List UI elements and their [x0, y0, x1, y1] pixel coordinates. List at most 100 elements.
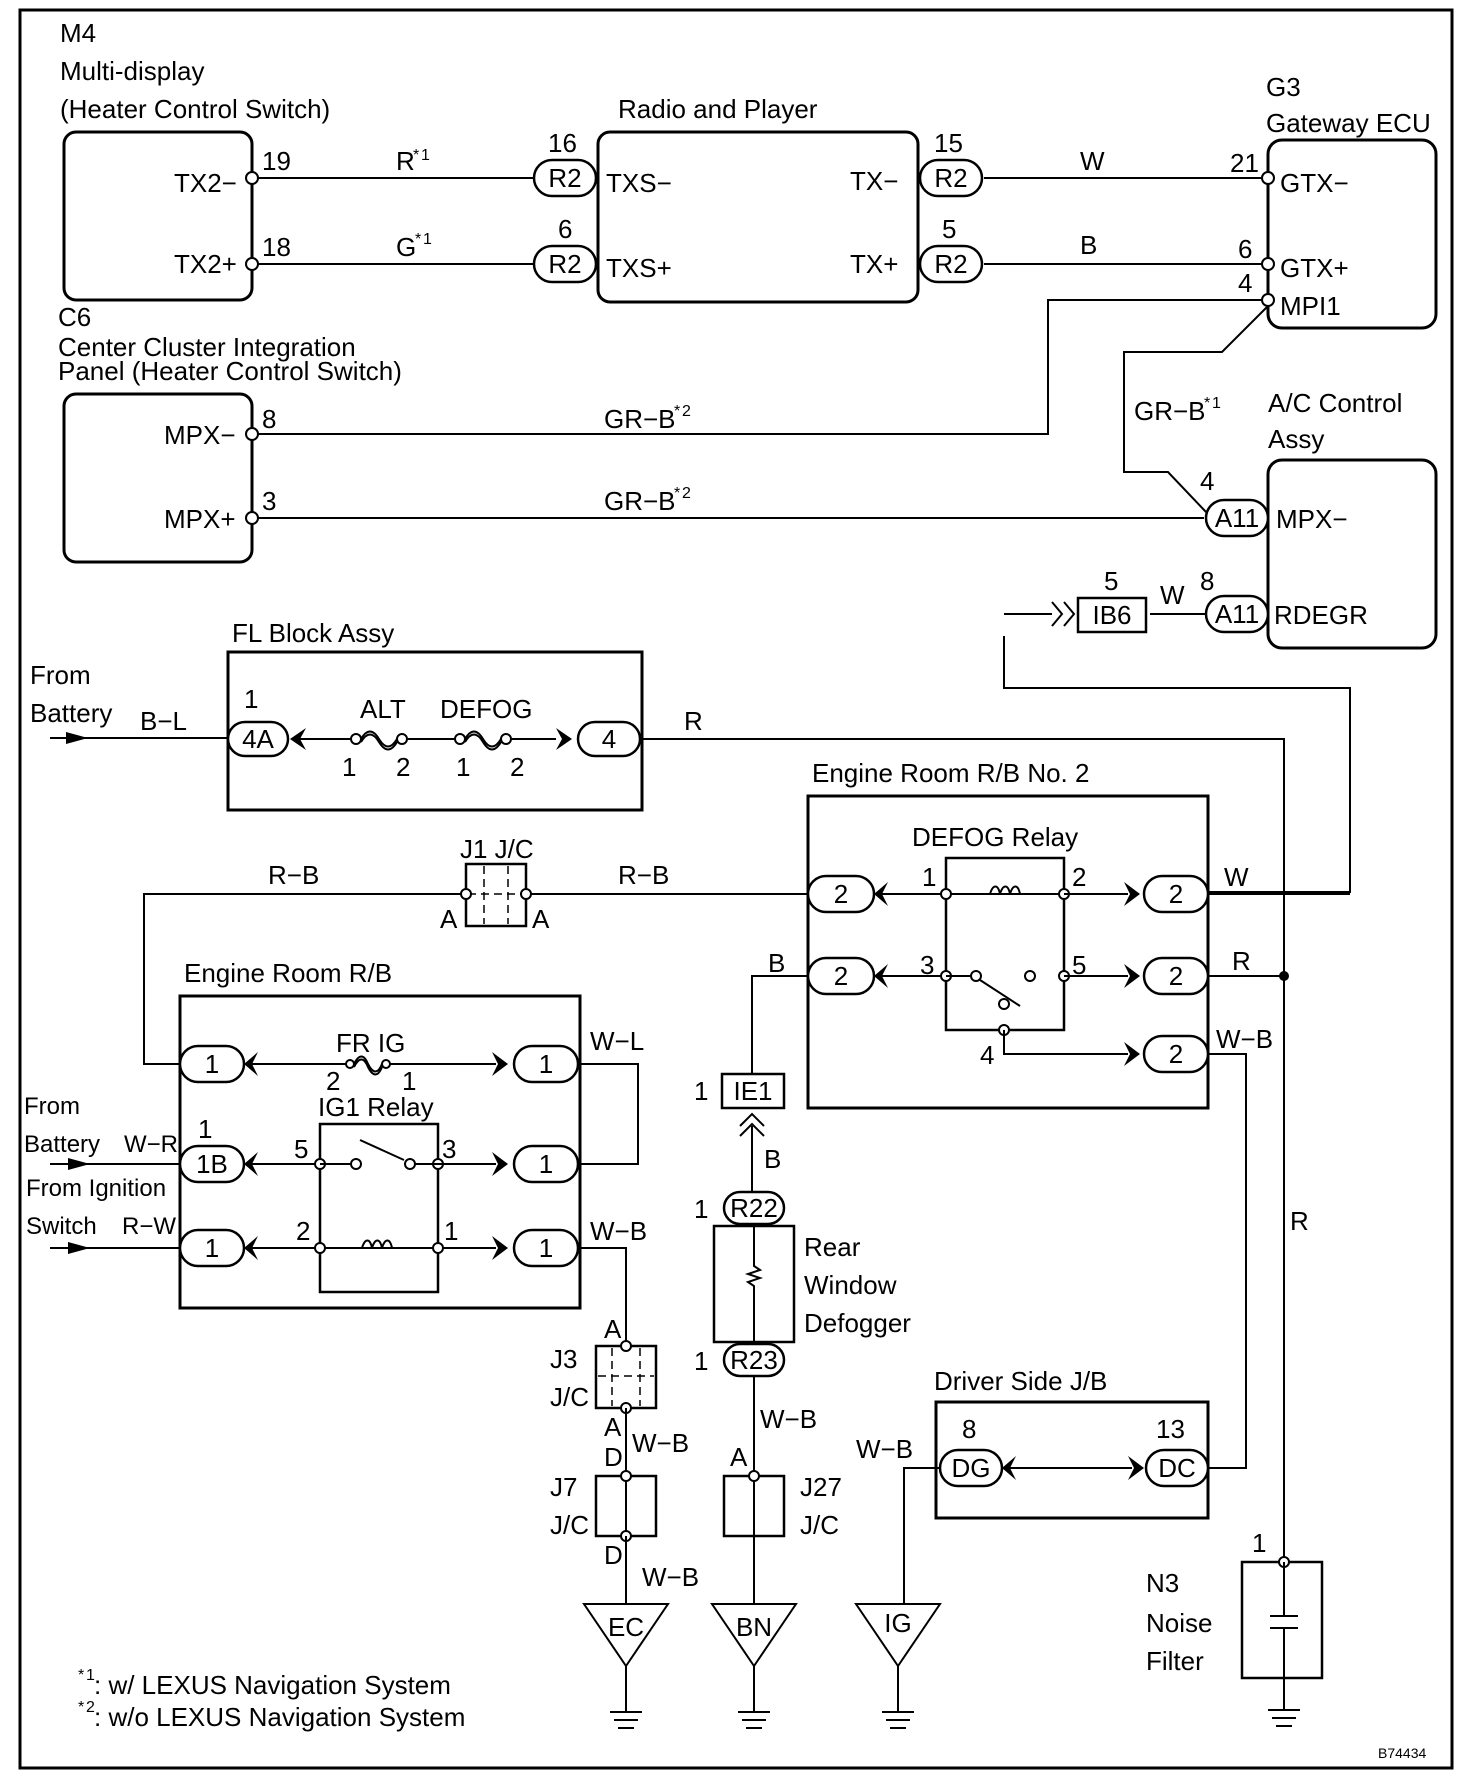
- wire-w-ib6-label: W: [1160, 580, 1185, 610]
- wire-r-label: R: [396, 146, 415, 176]
- fl-defog-2: 2: [510, 752, 524, 782]
- erb-name: Engine Room R/B: [184, 958, 392, 988]
- wire-grb-1-label: GR−B: [604, 404, 676, 434]
- erb-c1-4: 1: [205, 1233, 219, 1263]
- wire-r-fl-label: R: [684, 706, 703, 736]
- r2-15-label: R2: [934, 163, 967, 193]
- g3-gtxm: GTX−: [1280, 168, 1349, 198]
- svg-text:2: 2: [682, 485, 691, 502]
- ground-bn: BN: [736, 1612, 772, 1642]
- erb-c1b: 1B: [196, 1149, 228, 1179]
- wire-rw-label: R−W: [122, 1213, 176, 1240]
- radio-pin-16: 16: [548, 128, 577, 158]
- n3-code: N3: [1146, 1568, 1179, 1598]
- j3-name-1: J3: [550, 1344, 577, 1374]
- g3-name: Gateway ECU: [1266, 108, 1431, 138]
- radio-txm: TX−: [850, 166, 898, 196]
- svg-text:*: *: [413, 147, 419, 164]
- djb-name: Driver Side J/B: [934, 1366, 1107, 1396]
- c6-name-2: Panel (Heater Control Switch): [58, 356, 402, 386]
- ground-ec: EC: [608, 1612, 644, 1642]
- j3-name-2: J/C: [550, 1382, 589, 1412]
- c6-code: C6: [58, 302, 91, 332]
- radio-pin-5: 5: [942, 214, 956, 244]
- ig1-relay-pin-3: 3: [442, 1134, 456, 1164]
- r2-5-label: R2: [934, 249, 967, 279]
- erb2-c2-2: 2: [834, 961, 848, 991]
- g3-gtxp: GTX+: [1280, 253, 1349, 283]
- j1-a-left: A: [440, 904, 458, 934]
- svg-text:*: *: [78, 1667, 84, 1684]
- wire-rb-2-label: R−B: [618, 860, 669, 890]
- ib6-label: IB6: [1092, 600, 1131, 630]
- erb2-c2-1: 2: [834, 879, 848, 909]
- defog-relay-pin-2: 2: [1072, 862, 1086, 892]
- fl-4a: 4A: [242, 724, 274, 754]
- footnotes: *1 : w/ LEXUS Navigation System *2 : w/o…: [78, 1667, 1426, 1761]
- wire-rb-1-label: R−B: [268, 860, 319, 890]
- r2-6-label: R2: [548, 249, 581, 279]
- left-from-battery-1: From: [24, 1093, 80, 1120]
- engine-room-rb: Engine Room R/B 1 1 FR IG 2 1 IG1 Relay …: [178, 958, 647, 1346]
- ie1-pin: 1: [694, 1076, 708, 1106]
- fl-defog: DEFOG: [440, 694, 532, 724]
- junction-connectors: A A J3 J/C W−B D D J7 J/C W−B A J27 J/C: [550, 1314, 842, 1604]
- wire-grb-2-label: GR−B: [604, 486, 676, 516]
- figure-code: B74434: [1378, 1745, 1426, 1761]
- svg-text:1: 1: [86, 1667, 95, 1684]
- m4-pin-19: 19: [262, 146, 291, 176]
- ac-name-1: A/C Control: [1268, 388, 1402, 418]
- radio-pin-6: 6: [558, 214, 572, 244]
- ig1-relay-name: IG1 Relay: [318, 1092, 434, 1122]
- rear-window-defogger: B IE1 1 B R22 1 R23 1 Rear Window Defogg…: [694, 948, 911, 1476]
- ac-control-assy: A/C Control Assy MPX− RDEGR 4 8: [1200, 388, 1438, 650]
- m4-tx2p: TX2+: [174, 249, 237, 279]
- wire-w-erb2-label: W: [1224, 862, 1249, 892]
- j27-name-1: J27: [800, 1472, 842, 1502]
- m4-pin-18: 18: [262, 232, 291, 262]
- r22-label: R22: [730, 1193, 778, 1223]
- erb-c1-3: 1: [539, 1149, 553, 1179]
- left-from-ign-2: Switch: [26, 1213, 97, 1240]
- radio-name: Radio and Player: [618, 94, 818, 124]
- g3-gateway-ecu: G3 Gateway ECU GTX− GTX+ MPI1 21 6 4: [1230, 72, 1438, 330]
- n3-noise-filter: N3 Noise Filter 1: [1146, 1528, 1324, 1710]
- n3-pin: 1: [1252, 1528, 1266, 1558]
- diagram-frame: [18, 8, 1454, 1770]
- r2-connectors: R2 R2 R2 R2: [532, 158, 984, 284]
- m4-sub: (Heater Control Switch): [60, 94, 330, 124]
- g3-code: G3: [1266, 72, 1301, 102]
- fl-alt: ALT: [360, 694, 406, 724]
- erb-c1-1: 1: [205, 1049, 219, 1079]
- c6-pin-8: 8: [262, 404, 276, 434]
- radio-and-player: Radio and Player TXS− TXS+ TX− TX+ 16 6 …: [548, 94, 963, 304]
- ac-pin-4: 4: [1200, 466, 1214, 496]
- r23-label: R23: [730, 1345, 778, 1375]
- erb-c1-2: 1: [539, 1049, 553, 1079]
- j3-a-bottom: A: [604, 1412, 622, 1442]
- c6-name-1: Center Cluster Integration: [58, 332, 356, 362]
- wire-b-ie1-label: B: [764, 1144, 781, 1174]
- ie1-label: IE1: [733, 1076, 772, 1106]
- ground-points: EC BN IG: [582, 1603, 1300, 1729]
- ac-rdegr: RDEGR: [1274, 600, 1368, 630]
- svg-text:*: *: [1204, 395, 1210, 412]
- fr-ig-pin-1: 1: [402, 1066, 416, 1096]
- a11-8-label: A11: [1215, 599, 1259, 629]
- svg-text:1: 1: [421, 147, 430, 164]
- defogger-name-3: Defogger: [804, 1308, 911, 1338]
- m4-name: Multi-display: [60, 56, 205, 86]
- footnote-1: : w/ LEXUS Navigation System: [94, 1670, 451, 1700]
- svg-text:1: 1: [1212, 395, 1221, 412]
- fl-alt-1: 1: [342, 752, 356, 782]
- c6-pin-3: 3: [262, 486, 276, 516]
- wire-wb-erb-label: W−B: [590, 1216, 647, 1246]
- erb2-c2-3: 2: [1169, 879, 1183, 909]
- defog-relay-pin-4: 4: [980, 1040, 994, 1070]
- djb-dg: DG: [952, 1453, 991, 1483]
- g3-pin-6: 6: [1238, 234, 1252, 264]
- r23-pin: 1: [694, 1346, 708, 1376]
- svg-text:2: 2: [682, 403, 691, 420]
- g3-mpi1: MPI1: [1280, 291, 1341, 321]
